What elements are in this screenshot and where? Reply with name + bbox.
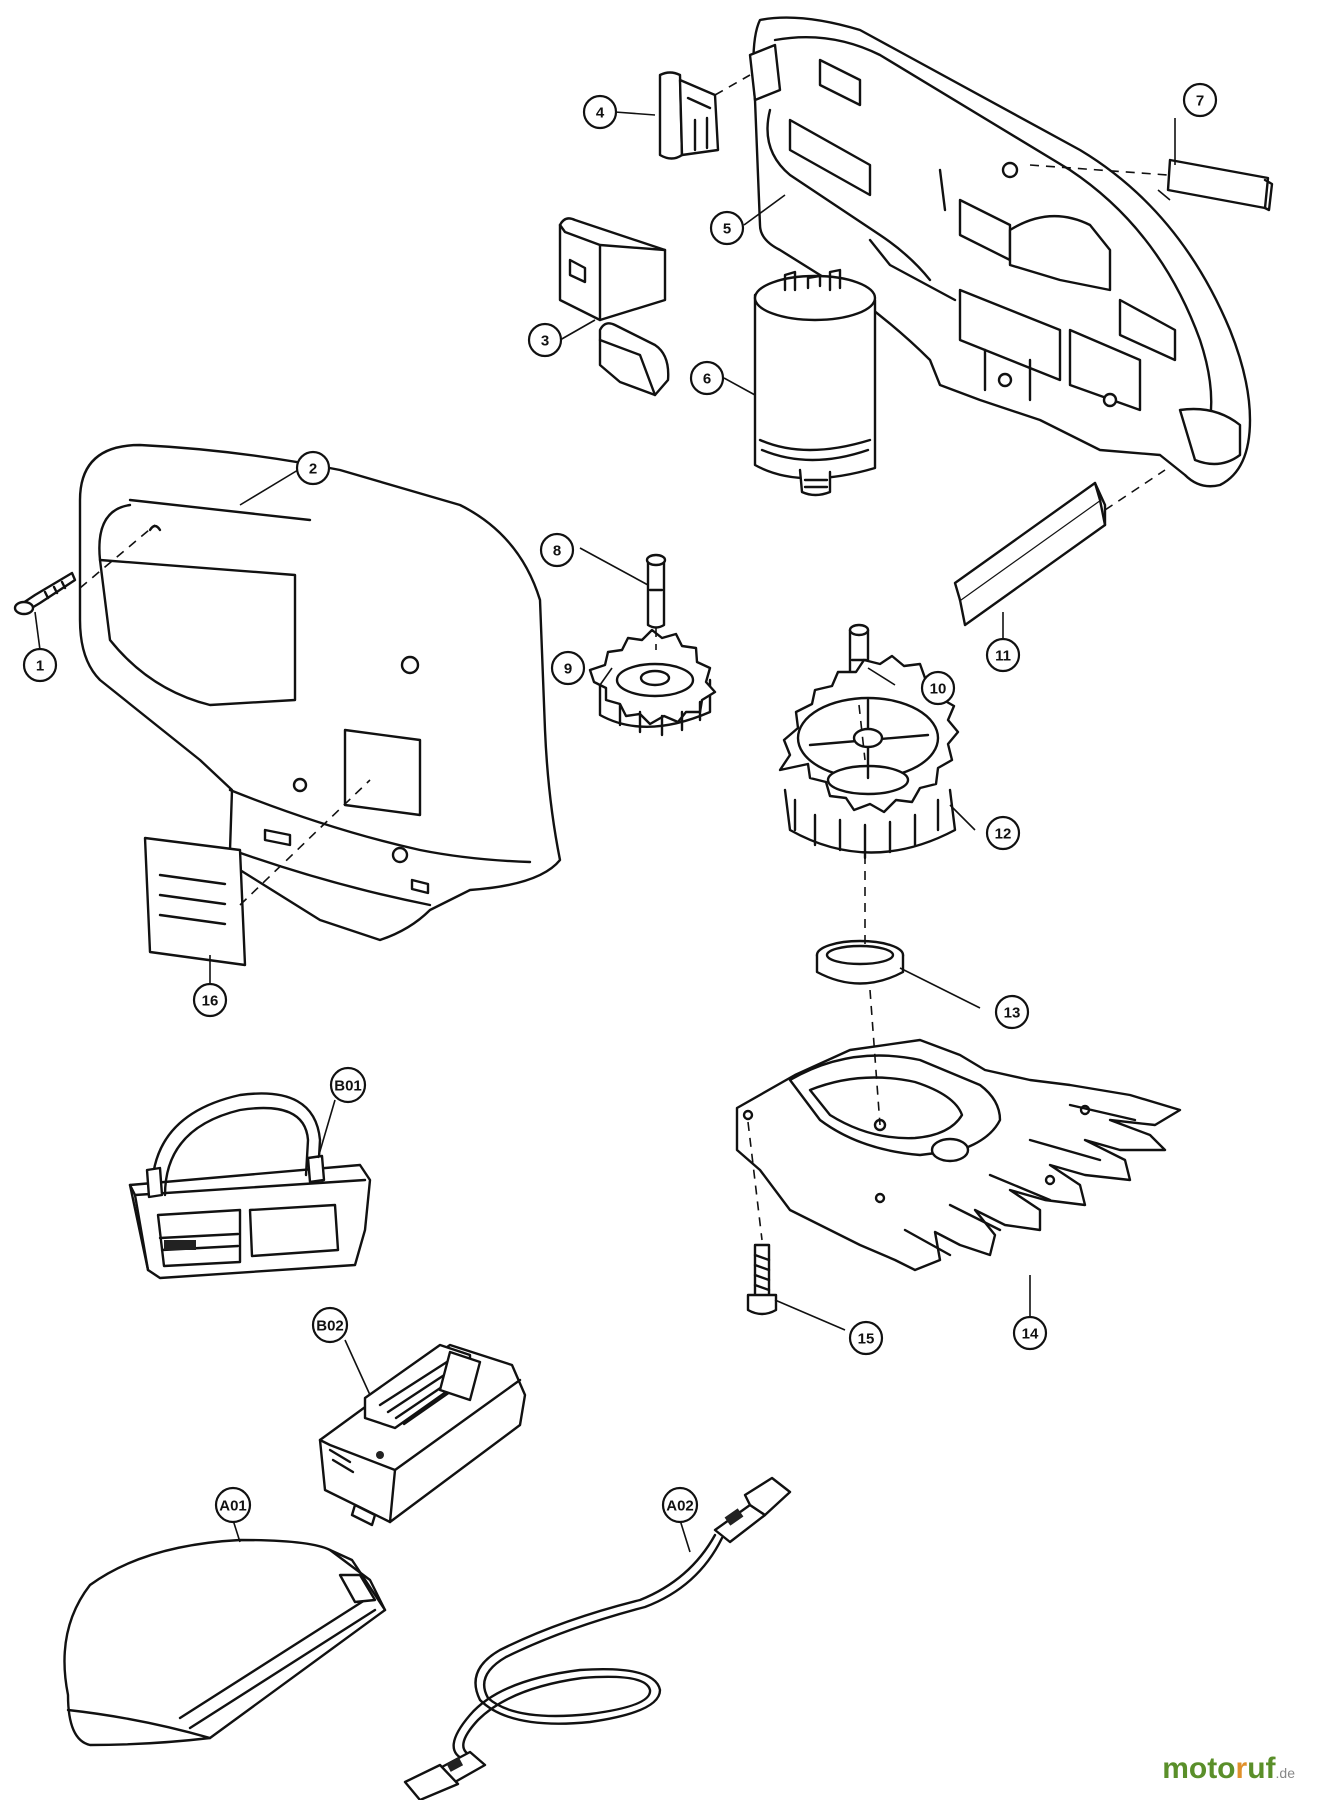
battery-pack — [128, 1092, 372, 1280]
dc-motor — [753, 268, 877, 497]
callout-7-label: 7 — [1196, 93, 1204, 110]
callout-10-label: 10 — [930, 681, 947, 698]
callout-1-label: 1 — [36, 658, 44, 675]
callout-13: 13 — [994, 994, 1030, 1030]
callout-9: 9 — [550, 650, 586, 686]
callout-6-label: 6 — [703, 371, 711, 388]
callout-13-label: 13 — [1004, 1005, 1021, 1022]
callout-4-label: 4 — [596, 105, 605, 122]
battery-charger — [318, 1343, 527, 1527]
watermark-tld: .de — [1275, 1765, 1295, 1781]
callout-16: 16 — [192, 982, 228, 1018]
callout-3: 3 — [527, 322, 563, 358]
gear-pin-short — [645, 553, 667, 629]
callout-7: 7 — [1182, 82, 1218, 118]
callout-15-label: 15 — [858, 1331, 875, 1348]
housing-right-half — [748, 16, 1252, 488]
callout-b01-label: B01 — [334, 1078, 362, 1095]
callout-b01: B01 — [329, 1066, 367, 1104]
callout-a01-label: A01 — [219, 1498, 247, 1515]
housing-left-half — [78, 443, 562, 942]
terminal-connector — [658, 71, 720, 160]
main-gear — [778, 654, 960, 860]
callout-3-label: 3 — [541, 333, 549, 350]
leader-lines — [34, 111, 1176, 1553]
callout-14: 14 — [1012, 1315, 1048, 1351]
callout-11-label: 11 — [995, 648, 1011, 665]
callout-16-label: 16 — [202, 993, 219, 1010]
blade-case — [63, 1538, 387, 1747]
callout-a02: A02 — [661, 1486, 699, 1524]
watermark-part-a: moto — [1162, 1752, 1236, 1785]
callout-1: 1 — [22, 647, 58, 683]
blade-screw — [746, 1243, 778, 1316]
callout-b02-label: B02 — [316, 1318, 344, 1335]
rubber-stopper-bar — [953, 481, 1107, 627]
callout-b02: B02 — [311, 1306, 349, 1344]
shear-blade — [735, 1038, 1182, 1272]
tapping-screw — [13, 571, 77, 616]
callout-5-label: 5 — [723, 221, 731, 238]
callout-12-label: 12 — [995, 826, 1012, 843]
callout-2-label: 2 — [309, 461, 317, 478]
callout-a01: A01 — [214, 1486, 252, 1524]
nameplate-label — [1166, 158, 1274, 212]
callout-11: 11 — [985, 637, 1021, 673]
caution-plate — [143, 836, 247, 967]
callout-9-label: 9 — [564, 661, 572, 678]
callout-8-label: 8 — [553, 543, 561, 560]
charger-cord — [403, 1476, 792, 1800]
switch-assembly — [558, 217, 670, 397]
watermark-part-b: r — [1235, 1752, 1248, 1785]
assembly-lines — [79, 74, 1169, 1241]
callout-10: 10 — [920, 670, 956, 706]
pinion-gear — [588, 628, 717, 737]
callout-6: 6 — [689, 360, 725, 396]
callout-5: 5 — [709, 210, 745, 246]
callout-8: 8 — [539, 532, 575, 568]
callout-4: 4 — [582, 94, 618, 130]
callout-12: 12 — [985, 815, 1021, 851]
site-watermark: motoruf.de — [1162, 1752, 1295, 1786]
spacer-ring — [815, 939, 905, 985]
callout-15: 15 — [848, 1320, 884, 1356]
watermark-part-c: uf — [1247, 1752, 1276, 1785]
callout-a02-label: A02 — [666, 1498, 694, 1515]
callout-14-label: 14 — [1022, 1326, 1039, 1343]
callout-2: 2 — [295, 450, 331, 486]
